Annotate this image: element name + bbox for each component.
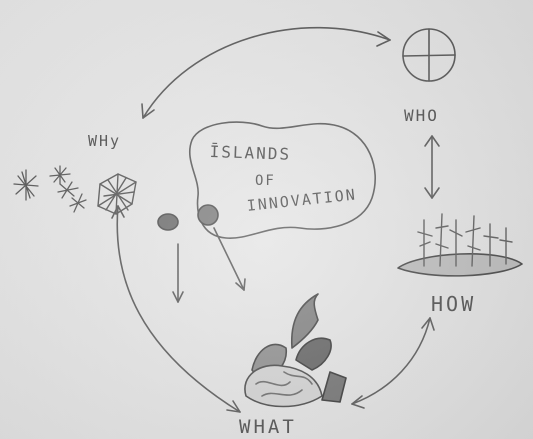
how-mound-icon <box>397 213 523 277</box>
dots-with-arrows <box>157 204 246 303</box>
globe-icon <box>97 173 137 215</box>
island-label-line2: OF <box>255 173 276 189</box>
arrow-why-what <box>111 205 241 413</box>
what-pile-icon <box>244 293 347 408</box>
how-label: HOW <box>431 292 477 316</box>
island-label-line1: ĪSLANDS <box>209 142 292 164</box>
arrow-who-how <box>424 135 440 199</box>
who-label: WHO <box>404 106 439 125</box>
who-circle-icon <box>402 28 456 82</box>
why-label: WHy <box>88 132 122 150</box>
stars-icon <box>13 165 87 213</box>
arrow-why-who <box>141 26 391 119</box>
island-outline <box>189 121 376 239</box>
what-label: WHAT <box>239 416 297 438</box>
arrow-how-what <box>351 317 435 409</box>
